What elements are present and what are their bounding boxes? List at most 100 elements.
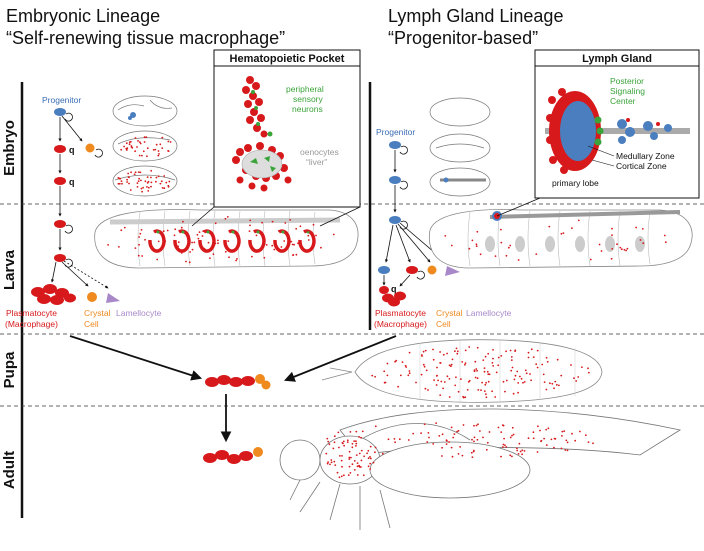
hemocyte-dot	[476, 230, 479, 233]
svg-text:Crystal: Crystal	[84, 308, 111, 318]
hemocyte-dot	[450, 244, 453, 247]
hemocyte-dot	[521, 453, 523, 456]
hemocyte-dot	[532, 431, 535, 434]
hemocyte-dot	[467, 381, 470, 383]
hemocyte-dot	[236, 235, 239, 238]
hemocyte-dot	[475, 243, 478, 246]
hemocyte-dot	[642, 242, 645, 245]
hemocyte-dot	[408, 372, 411, 375]
hemocyte-dot	[448, 364, 451, 367]
right-title-line2: “Progenitor-based”	[388, 28, 538, 48]
hemocyte-dot	[475, 245, 478, 248]
hemocyte-dot	[360, 459, 363, 462]
hemocyte-dot	[412, 432, 415, 435]
hemocyte-dot	[500, 455, 502, 458]
hemocyte-dot	[150, 185, 152, 188]
hemocyte-dot	[516, 370, 519, 373]
hemocyte-dot	[560, 447, 563, 450]
hemocyte-dot	[140, 187, 143, 190]
hemocyte-dot	[343, 474, 345, 477]
hemocyte-dot	[145, 136, 148, 139]
hemocyte-dot	[454, 384, 457, 387]
hemocyte-dot	[545, 388, 548, 391]
hemocyte-dot	[369, 456, 371, 458]
stage-label-adult: Adult	[1, 451, 18, 489]
hemocyte-dot	[547, 427, 550, 430]
hemocyte-dot	[361, 430, 364, 433]
hemocyte-dot	[439, 362, 441, 364]
hemocyte-dot	[524, 369, 527, 372]
hemocyte-dot	[513, 378, 516, 381]
hemocyte-dot	[255, 234, 258, 237]
hemocyte-dot	[224, 250, 227, 253]
hemocyte-dot	[551, 382, 554, 385]
hemocyte-dot	[383, 381, 386, 384]
hemocyte-dot	[187, 239, 190, 242]
hemocyte-dot	[459, 446, 461, 448]
hemocyte-dot	[405, 366, 408, 368]
hemocyte-dot	[127, 176, 130, 179]
hemocyte-dot	[137, 254, 140, 257]
hemocyte-dot	[299, 225, 302, 228]
hemocyte-dot	[214, 242, 217, 245]
hemocyte-dot	[157, 240, 160, 243]
hemocyte-dot	[130, 146, 133, 148]
hemocyte-dot	[476, 377, 479, 380]
hemocyte-dot	[386, 374, 389, 377]
hemocyte-dot	[130, 171, 133, 174]
hemocyte-dot	[476, 346, 479, 349]
hemocyte-dot	[355, 440, 357, 443]
hemocyte-dot	[355, 430, 358, 433]
hemocyte-dot	[553, 387, 555, 390]
hemocyte-dot	[146, 186, 148, 188]
hemocyte-dot	[138, 243, 141, 246]
hemocyte-dot	[502, 424, 505, 427]
hemocyte-dot	[549, 382, 551, 385]
hemocyte-dot	[350, 456, 352, 459]
hemocyte-dot	[497, 426, 500, 429]
hemocyte-dot	[332, 447, 335, 450]
hemocyte-dot	[370, 457, 372, 460]
hemocyte-dot	[407, 374, 410, 377]
hemocyte-dot	[433, 379, 435, 381]
hemocyte-dot	[579, 430, 581, 433]
hemocyte-dot	[487, 352, 490, 355]
hemocyte-dot	[428, 436, 430, 439]
hemocyte-dot	[144, 238, 146, 241]
hemocyte-dot	[353, 469, 356, 471]
hemocyte-dot	[492, 357, 494, 360]
hemocyte-dot	[353, 440, 355, 442]
hemocyte-dot	[476, 369, 478, 372]
hemocyte-dot	[477, 389, 480, 391]
hemocyte-dot	[226, 216, 229, 218]
hemocyte-dot	[619, 246, 622, 249]
hemocyte-dot	[512, 392, 515, 395]
hemocyte-dot	[545, 428, 548, 431]
hemocyte-dot	[191, 248, 194, 251]
svg-text:q: q	[391, 284, 397, 294]
hemocyte-dot	[326, 462, 329, 465]
hemocyte-dot	[159, 143, 162, 146]
hemocyte-dot	[262, 243, 265, 246]
hemocyte-dot	[332, 233, 335, 236]
hemocyte-dot	[600, 250, 603, 252]
hemocyte-dot	[383, 370, 386, 373]
hemocyte-dot	[351, 446, 354, 449]
hemocyte-dot	[453, 433, 456, 435]
hemocyte-dot	[307, 239, 310, 241]
hemocyte-dot	[504, 390, 506, 393]
hemocyte-dot	[527, 437, 530, 440]
hemocyte-dot	[295, 227, 298, 230]
hemocyte-dot	[164, 240, 167, 243]
hemocyte-dot	[166, 229, 169, 232]
left-title-line1: Embryonic Lineage	[6, 6, 160, 26]
svg-text:(Macrophage): (Macrophage)	[374, 319, 427, 329]
hemocyte-dot	[441, 446, 443, 449]
hemocyte-dot	[212, 253, 215, 256]
hemocyte-dot	[566, 449, 569, 452]
pupa	[321, 339, 603, 403]
hemocyte-dot	[480, 389, 482, 391]
hemocyte-dot	[126, 181, 128, 183]
hemocyte-dot	[147, 186, 150, 189]
hemocyte-dot	[492, 365, 495, 367]
